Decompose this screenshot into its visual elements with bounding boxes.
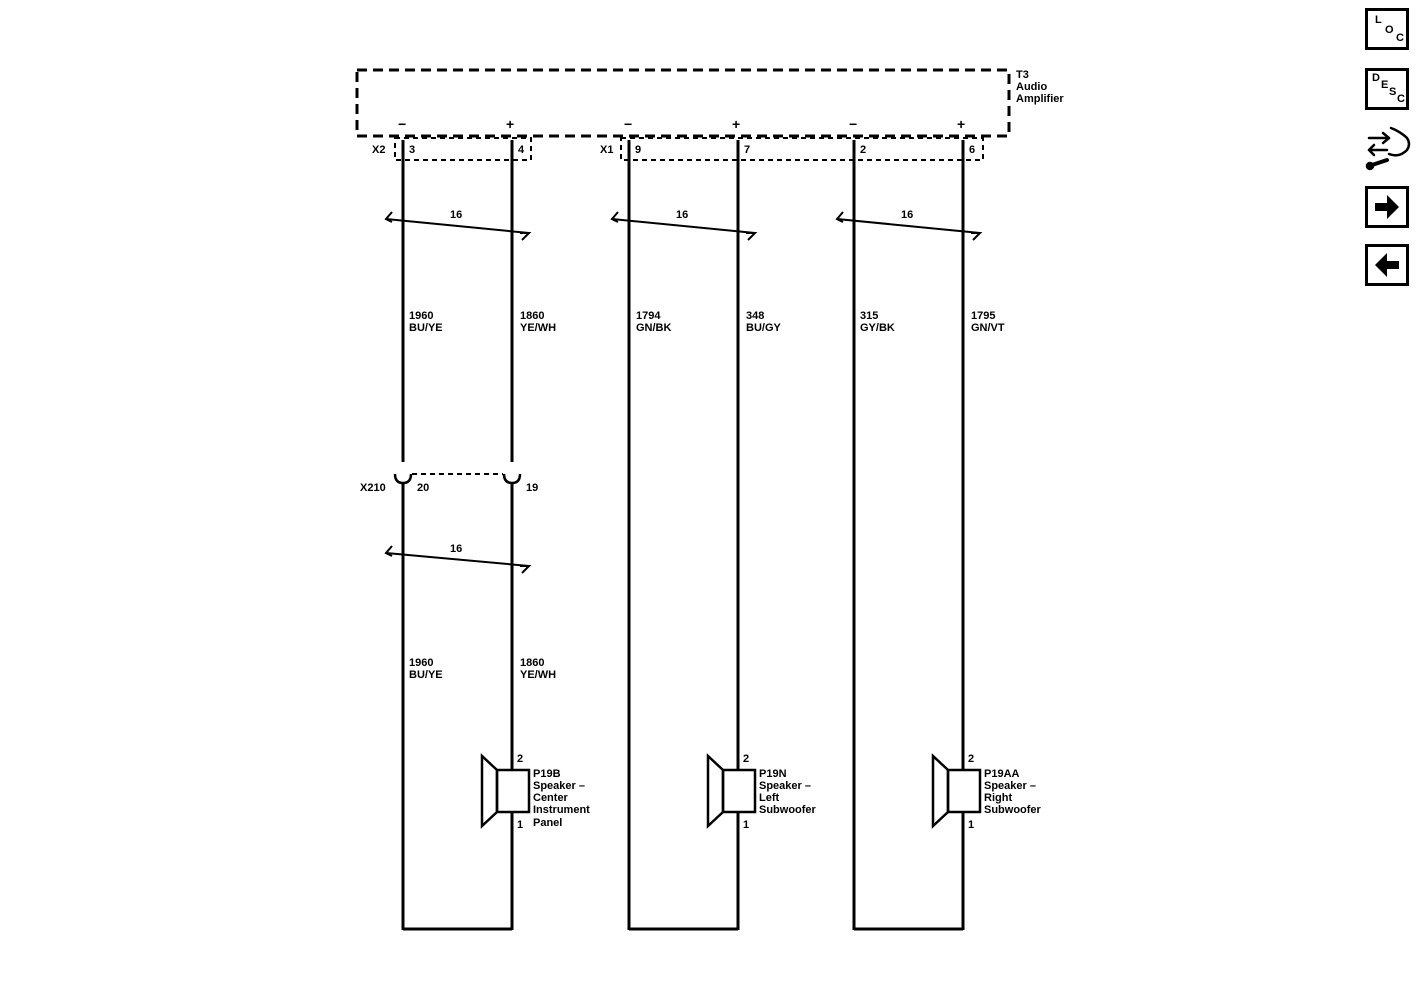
speaker-center-pin-top: 2 [517,753,523,765]
twist-symbol-upper-2 [610,211,758,241]
amplifier-name-line2: Amplifier [1016,93,1064,105]
wire-lower-color-2: YE/WH [520,669,556,681]
terminal-pin-1: 3 [409,144,415,156]
speaker-center-line3: Center [533,792,569,804]
speaker-icon-right-sub [931,753,982,829]
wire-circuit-4: 348 [746,310,764,322]
speaker-left-sub-line4: Subwoofer [759,804,817,816]
speaker-right-sub-line2: Speaker – [984,780,1036,792]
terminal-pin-4: 7 [744,144,750,156]
wire-color-4: BU/GY [746,322,782,334]
connector-x2-label: X2 [372,144,385,156]
wire-pair-right-sub [852,140,965,931]
terminal-sign-1: − [398,116,406,132]
wire-circuit-2: 1860 [520,310,544,322]
description-icon-letter-s: S [1389,86,1397,98]
wire-color-2: YE/WH [520,322,556,334]
arrow-left-icon [1375,253,1399,277]
speaker-icon-left-sub [706,753,757,829]
twist-symbol-upper-1 [384,211,532,241]
speaker-right-sub-line4: Subwoofer [984,804,1042,816]
speaker-center-line4: Instrument [533,804,590,816]
wire-circuit-3: 1794 [636,310,661,322]
wiring-diagram: T3 Audio Amplifier X2 X1 − + − + − + 3 4… [355,68,1064,931]
speaker-right-sub-pin-bottom: 1 [968,819,974,831]
speaker-center-pin-bottom: 1 [517,819,523,831]
diagnostic-connector-icon [1365,126,1411,171]
diagnostic-connector-button[interactable] [1363,124,1413,174]
speaker-right-sub-line3: Right [984,792,1012,804]
wire-circuit-6: 1795 [971,310,995,322]
twist-label-upper-2: 16 [676,209,688,221]
arrow-right-icon [1375,195,1399,219]
wire-circuit-5: 315 [860,310,878,322]
wire-color-3: GN/BK [636,322,672,334]
inline-connector-label: X210 [360,482,386,494]
wire-lower-circuit-1: 1960 [409,657,433,669]
wire-circuit-1: 1960 [409,310,433,322]
speaker-left-sub-line2: Speaker – [759,780,811,792]
amplifier-ref: T3 [1016,69,1029,81]
connector-x1-housing [620,137,984,161]
speaker-left-sub-pin-top: 2 [743,753,749,765]
inline-connector-x210 [393,473,522,485]
location-button[interactable]: L O C [1365,8,1409,50]
twist-symbol-lower [384,545,532,574]
amplifier-name-line1: Audio [1016,81,1047,93]
location-icon-letter-l: L [1375,14,1382,26]
terminal-pin-3: 9 [635,144,641,156]
terminal-pin-2: 4 [518,144,525,156]
speaker-center-line2: Speaker – [533,780,585,792]
terminal-sign-3: − [624,116,632,132]
wire-color-6: GN/VT [971,322,1005,334]
terminal-sign-4: + [732,116,740,132]
wire-color-1: BU/YE [409,322,443,334]
speaker-left-sub-line3: Left [759,792,780,804]
speaker-icon-center [480,753,531,829]
amplifier-box [355,68,1011,138]
wire-pair-left-sub [627,140,740,931]
terminal-pin-5: 2 [860,144,866,156]
twist-label-upper-3: 16 [901,209,913,221]
terminal-sign-2: + [506,116,514,132]
location-icon-letter-c: C [1396,32,1404,44]
description-button[interactable]: D E S C [1365,68,1409,110]
description-icon-letter-c: C [1397,93,1405,105]
wire-lower-circuit-2: 1860 [520,657,544,669]
connector-x1-label: X1 [600,144,613,156]
wire-lower-color-1: BU/YE [409,669,443,681]
connector-x2-housing [394,137,532,161]
speaker-center-line5: Panel [533,817,562,829]
speaker-left-sub-line1: P19N [759,768,787,780]
description-icon-letter-d: D [1372,72,1380,84]
wire-color-5: GY/BK [860,322,895,334]
speaker-right-sub-pin-top: 2 [968,753,974,765]
terminal-sign-5: − [849,116,857,132]
description-icon-letter-e: E [1381,79,1389,91]
next-page-button[interactable] [1365,186,1409,228]
twist-symbol-upper-3 [835,211,983,241]
wire-pair-center [401,140,514,931]
twist-label-upper-1: 16 [450,209,462,221]
speaker-left-sub-pin-bottom: 1 [743,819,749,831]
inline-connector-pin-right: 19 [526,482,538,494]
previous-page-button[interactable] [1365,244,1409,286]
speaker-center-line1: P19B [533,768,561,780]
terminal-sign-6: + [957,116,965,132]
location-icon-letter-o: O [1385,24,1394,36]
speaker-right-sub-line1: P19AA [984,768,1020,780]
inline-connector-pin-left: 20 [417,482,429,494]
twist-label-lower: 16 [450,543,462,555]
terminal-pin-6: 6 [969,144,975,156]
